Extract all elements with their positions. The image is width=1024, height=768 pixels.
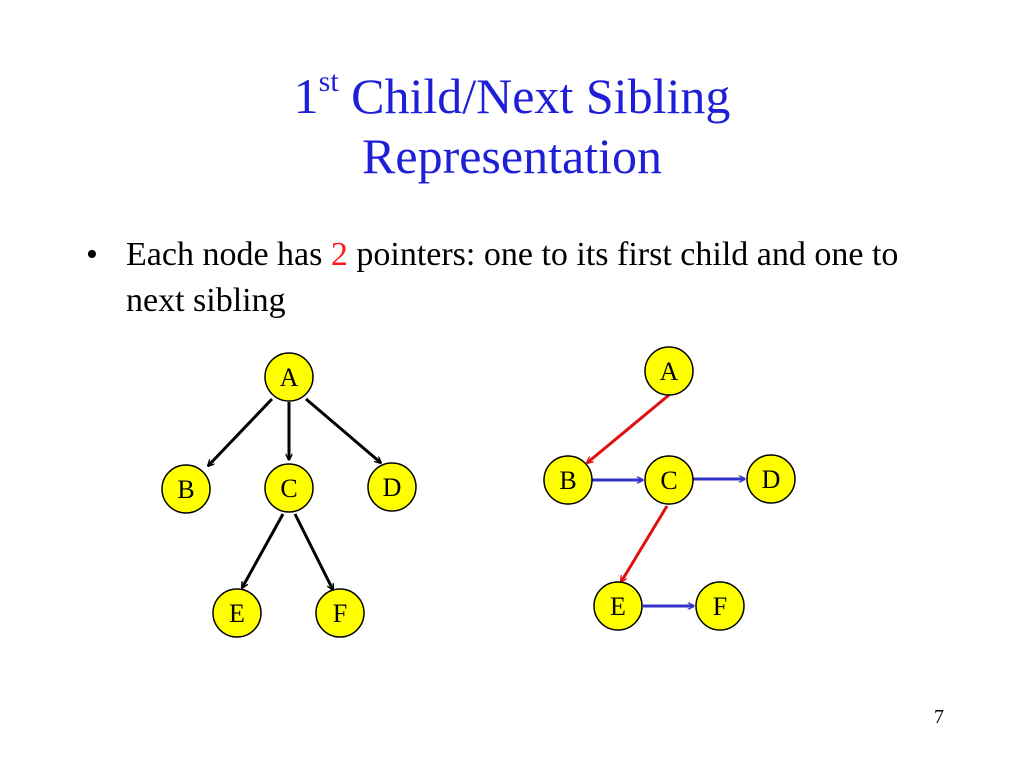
- cs-node-e: E: [593, 581, 643, 631]
- bullet-text: Each node has 2 pointers: one to its fir…: [126, 232, 946, 324]
- tree-edge-c-e: [240, 513, 285, 588]
- bullet-text-before: Each node has: [126, 236, 331, 273]
- bullet-icon: •: [86, 236, 98, 273]
- tree-node-f-label: F: [333, 599, 347, 628]
- tree-node-a-label: A: [280, 363, 299, 392]
- title-line-1: 1st Child/Next Sibling: [0, 66, 1024, 126]
- bullet-highlight-number: 2: [330, 236, 348, 273]
- title-line-2: Representation: [362, 128, 662, 184]
- tree-node-f: F: [315, 588, 365, 638]
- tree-node-e-label: E: [229, 599, 245, 628]
- tree-node-d: D: [367, 462, 417, 512]
- child-sibling-tree: A B C D E F: [543, 346, 796, 631]
- tree-node-d-label: D: [383, 473, 402, 502]
- general-tree: A B C D E F: [161, 352, 417, 638]
- cs-node-e-label: E: [610, 592, 626, 621]
- tree-node-c: C: [264, 463, 314, 513]
- first-child-edge-a-b: [587, 393, 670, 463]
- title-superscript: st: [318, 65, 339, 98]
- first-child-edge-c-e: [619, 505, 669, 582]
- tree-node-a: A: [264, 352, 314, 402]
- title-line-1-text: Child/Next Sibling: [338, 68, 731, 124]
- cs-node-f: F: [695, 581, 745, 631]
- cs-node-c-label: C: [660, 466, 677, 495]
- cs-node-a-label: A: [660, 357, 679, 386]
- cs-node-d: D: [746, 454, 796, 504]
- tree-node-b: B: [161, 464, 211, 514]
- tree-node-c-label: C: [280, 474, 297, 503]
- cs-node-b-label: B: [559, 466, 576, 495]
- page-number: 7: [934, 706, 944, 728]
- tree-edge-c-f: [293, 513, 335, 590]
- slide-title: 1st Child/Next Sibling Representation: [0, 66, 1024, 186]
- tree-edge-a-d: [305, 397, 381, 463]
- tree-node-e: E: [212, 588, 262, 638]
- tree-edge-a-b: [208, 397, 274, 466]
- bullet-text-after: pointers: one to its first child and one…: [126, 236, 899, 319]
- cs-node-f-label: F: [713, 592, 727, 621]
- cs-node-a: A: [644, 346, 694, 396]
- cs-node-d-label: D: [762, 465, 781, 494]
- cs-node-b: B: [543, 455, 593, 505]
- tree-node-b-label: B: [177, 475, 194, 504]
- cs-node-c: C: [644, 455, 694, 505]
- title-number: 1: [293, 68, 319, 124]
